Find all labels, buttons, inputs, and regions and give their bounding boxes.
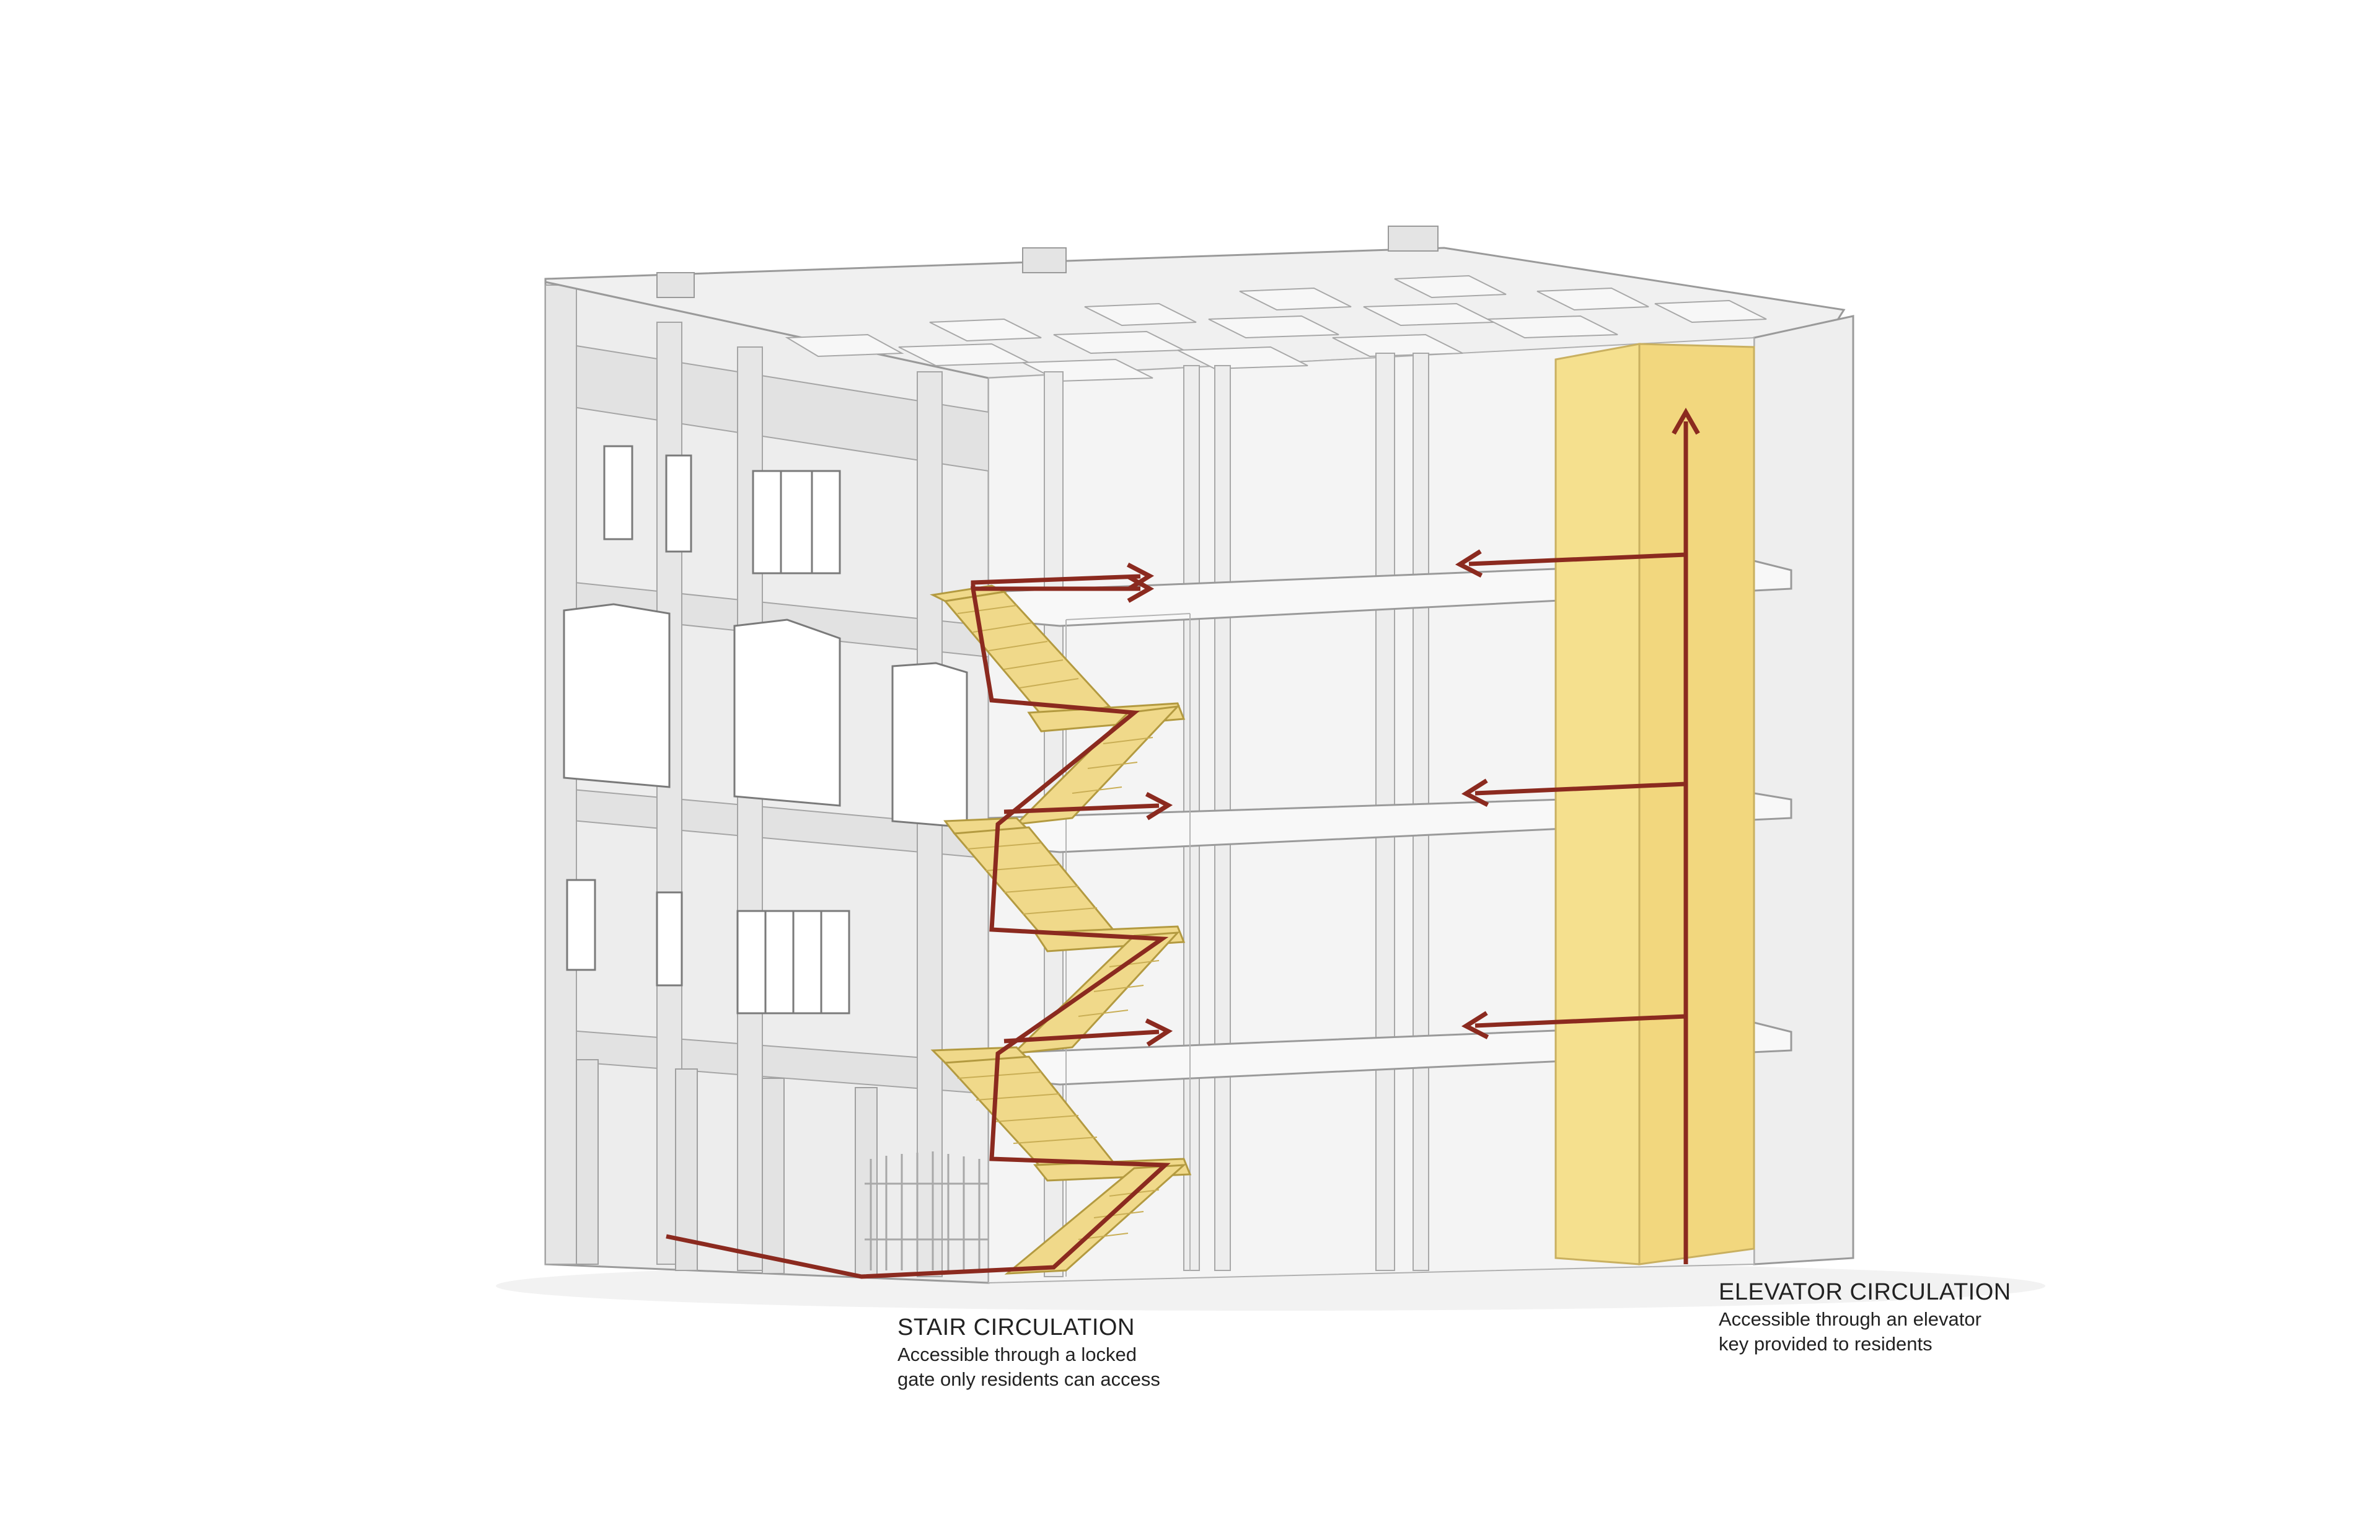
- stair-circulation-desc-line2: gate only residents can access: [897, 1368, 1160, 1390]
- stair-circulation-title: STAIR CIRCULATION: [897, 1314, 1135, 1340]
- stair-exit-floor3: [971, 562, 1155, 591]
- stair-exit-floor1: [1003, 1018, 1173, 1047]
- stair-path: [666, 574, 1171, 1279]
- stair-treads: [957, 605, 1160, 1240]
- facade-windows: [563, 445, 968, 1014]
- elevator-circulation-caption: ELEVATOR CIRCULATION Accessible through …: [1719, 1277, 2011, 1357]
- roof-ornaments: [656, 226, 1439, 298]
- ground-columns: [576, 1059, 878, 1277]
- stair-circulation-desc-line1: Accessible through a locked: [897, 1344, 1137, 1365]
- circulation-paths: [666, 407, 1700, 1279]
- stair-circulation-caption: STAIR CIRCULATION Accessible through a l…: [897, 1313, 1160, 1392]
- elevator-shaft-side: [1638, 343, 1755, 1265]
- elevator-shaft-front: [1554, 343, 1641, 1265]
- right-side-wall: [1753, 315, 1854, 1265]
- elevator-exit-floor3: [1455, 549, 1686, 578]
- elevator-exit-floor2: [1461, 778, 1686, 807]
- building-model: [496, 226, 2045, 1311]
- stair-flights: [930, 584, 1192, 1275]
- stair-flight-3a: [943, 591, 1111, 723]
- elevator-circulation-desc-line1: Accessible through an elevator: [1719, 1308, 1981, 1330]
- elevator-circulation-title: ELEVATOR CIRCULATION: [1719, 1279, 2011, 1305]
- elevator-shaft: [1554, 343, 1755, 1265]
- roof-grid: [785, 275, 1767, 382]
- elevator-circulation-desc-line2: key provided to residents: [1719, 1333, 1933, 1355]
- entry-gate-fence: [865, 1151, 989, 1270]
- stair-exit-floor2: [1003, 791, 1173, 821]
- stair-flight-3b: [1013, 705, 1180, 825]
- facade-pilasters: [545, 284, 943, 1277]
- elevator-exit-floor1: [1461, 1011, 1686, 1039]
